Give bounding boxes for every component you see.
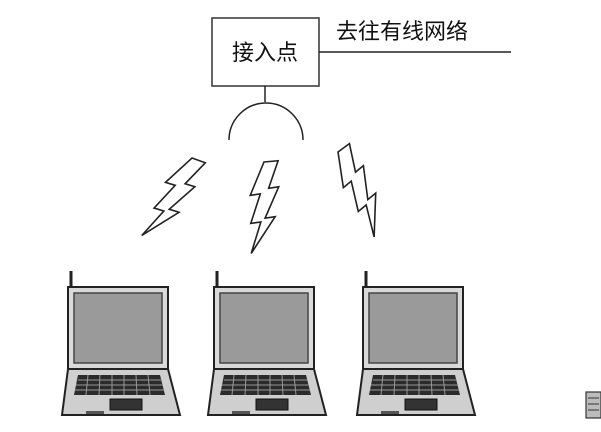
lightning-bolt-icon <box>246 158 281 256</box>
wireless-link-left <box>137 149 208 248</box>
access-point-box <box>211 17 320 87</box>
wired-uplink: 去往有线网络 <box>319 20 511 53</box>
lightning-bolt-icon <box>325 141 397 240</box>
antenna-icon <box>228 86 304 141</box>
laptop-center <box>206 269 328 417</box>
laptop-icon <box>60 269 182 417</box>
laptop-right <box>355 269 477 417</box>
access-point: 接入点 <box>211 17 320 87</box>
wireless-link-right <box>325 141 397 240</box>
lightning-bolt-icon <box>137 149 208 248</box>
wireless-link-center <box>246 158 281 256</box>
laptop-icon <box>206 269 328 417</box>
access-point-label: 接入点 <box>232 41 298 66</box>
laptop-left <box>60 269 182 417</box>
partial-device-icon <box>585 391 601 419</box>
laptop-icon <box>355 269 477 417</box>
wired-network-label: 去往有线网络 <box>336 20 468 45</box>
